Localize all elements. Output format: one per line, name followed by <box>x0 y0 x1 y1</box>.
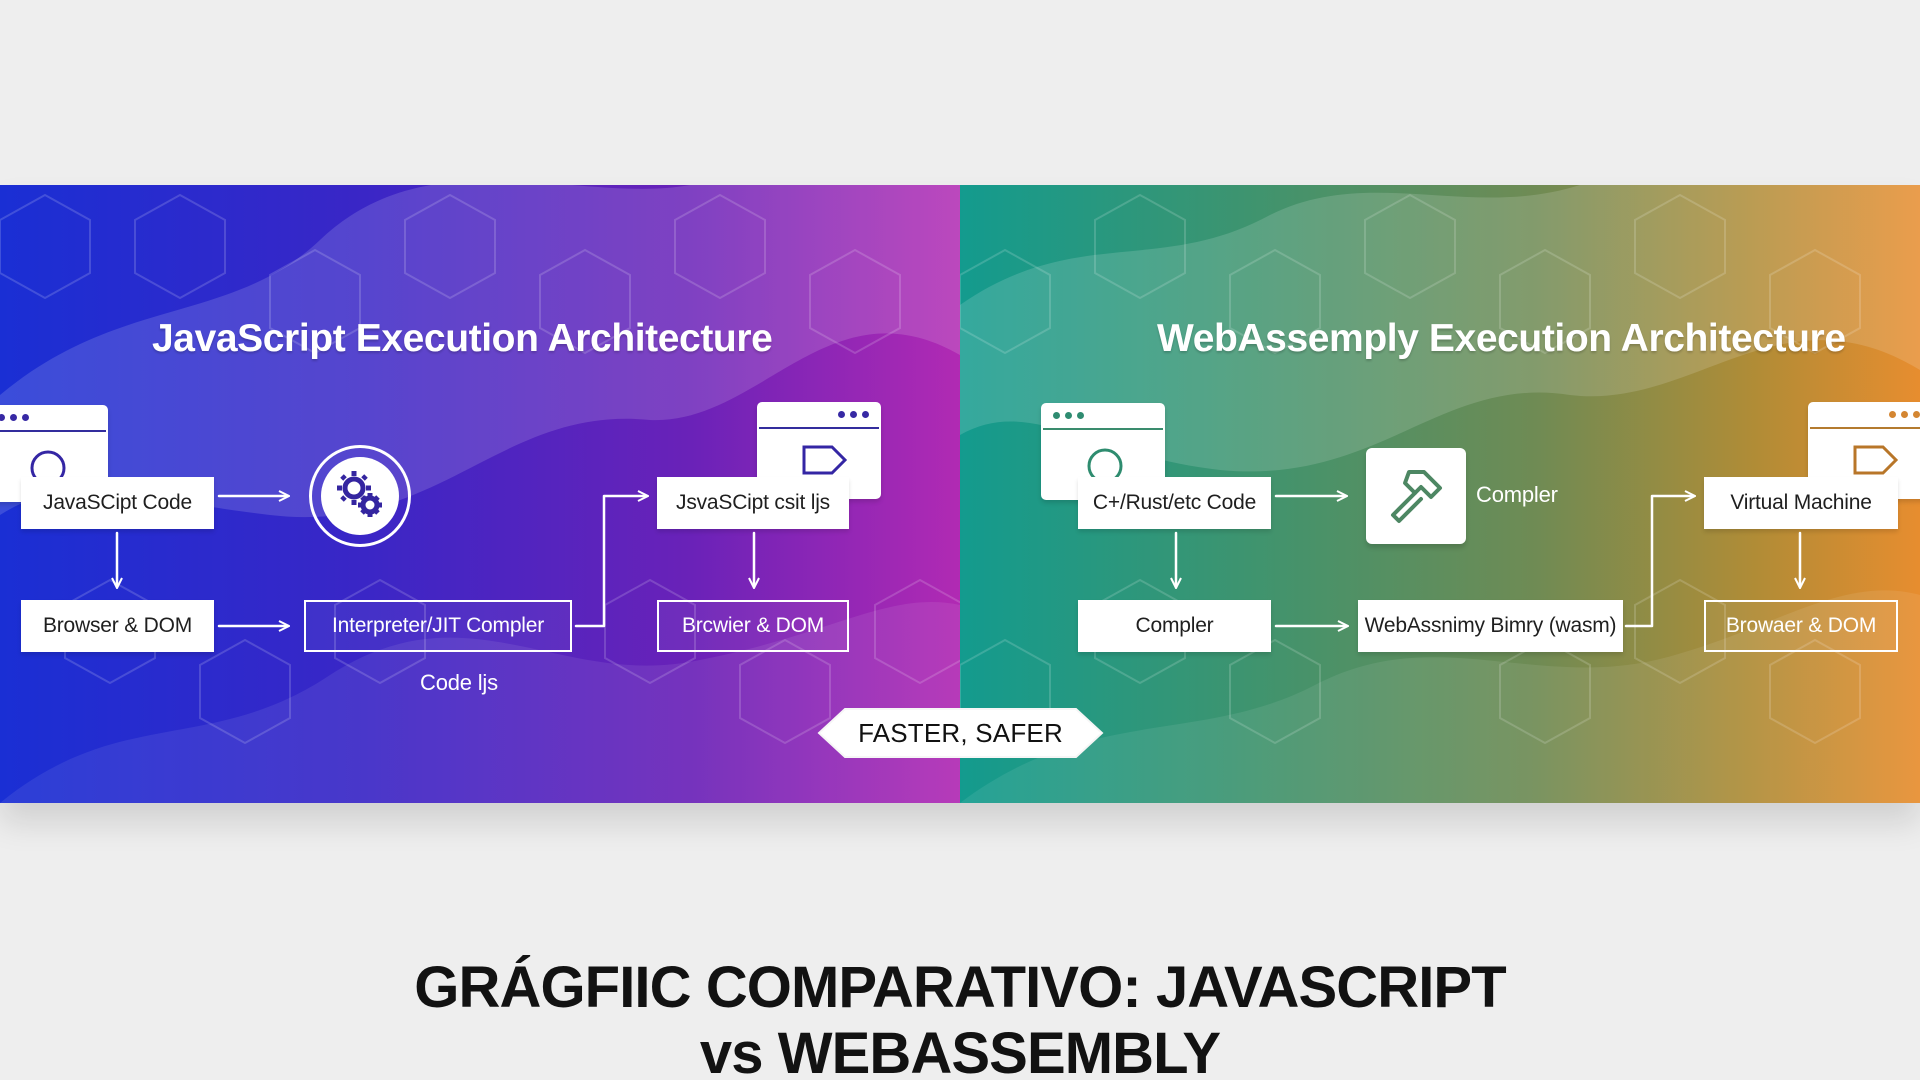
play-icon <box>1853 445 1899 475</box>
architecture-banner: JavaScript Execution Architecture JavaSC… <box>0 185 1920 803</box>
page-title-line-1: GRÁGFIIC COMPARATIVO: JAVASCRIPT <box>414 955 1506 1020</box>
virtual-machine-box: Virtual Machine <box>1704 477 1898 529</box>
compiler-label: Compler <box>1476 482 1558 507</box>
browser-dom-output-box: Browaer & DOM <box>1704 600 1898 652</box>
faster-safer-badge: FASTER, SAFER <box>817 707 1104 759</box>
faster-safer-label: FASTER, SAFER <box>858 717 1063 748</box>
browser-dom-output-box: Brcwier & DOM <box>657 600 849 652</box>
page-title: GRÁGFIIC COMPARATIVO: JAVASCRIPT vs WEBA… <box>360 955 1560 1080</box>
compiler-box: Compler <box>1078 600 1271 652</box>
webassembly-architecture-title: WebAssemply Execution Architecture <box>1157 317 1846 360</box>
gear-icon <box>309 445 411 547</box>
browser-dom-input-box: Browser & DOM <box>21 600 214 652</box>
javascript-architecture-panel: JavaScript Execution Architecture JavaSC… <box>0 185 960 803</box>
code-js-label: Code ljs <box>420 670 498 695</box>
javascript-code-box: JavaSCipt Code <box>21 477 214 529</box>
javascript-architecture-title: JavaScript Execution Architecture <box>152 317 773 360</box>
play-icon <box>802 445 848 475</box>
webassembly-architecture-panel: WebAssemply Execution Architecture C+/Ru… <box>960 185 1920 803</box>
hammer-icon <box>1366 448 1466 544</box>
webassembly-binary-box: WebAssnimy Bimry (wasm) <box>1358 600 1623 652</box>
interpreter-box: Interpreter/JIT Compler <box>304 600 572 652</box>
page-title-line-2: vs WEBASSEMBLY <box>699 1021 1221 1080</box>
source-code-box: C+/Rust/etc Code <box>1078 477 1271 529</box>
javascript-output-box: JsvaSCipt csit ljs <box>657 477 849 529</box>
